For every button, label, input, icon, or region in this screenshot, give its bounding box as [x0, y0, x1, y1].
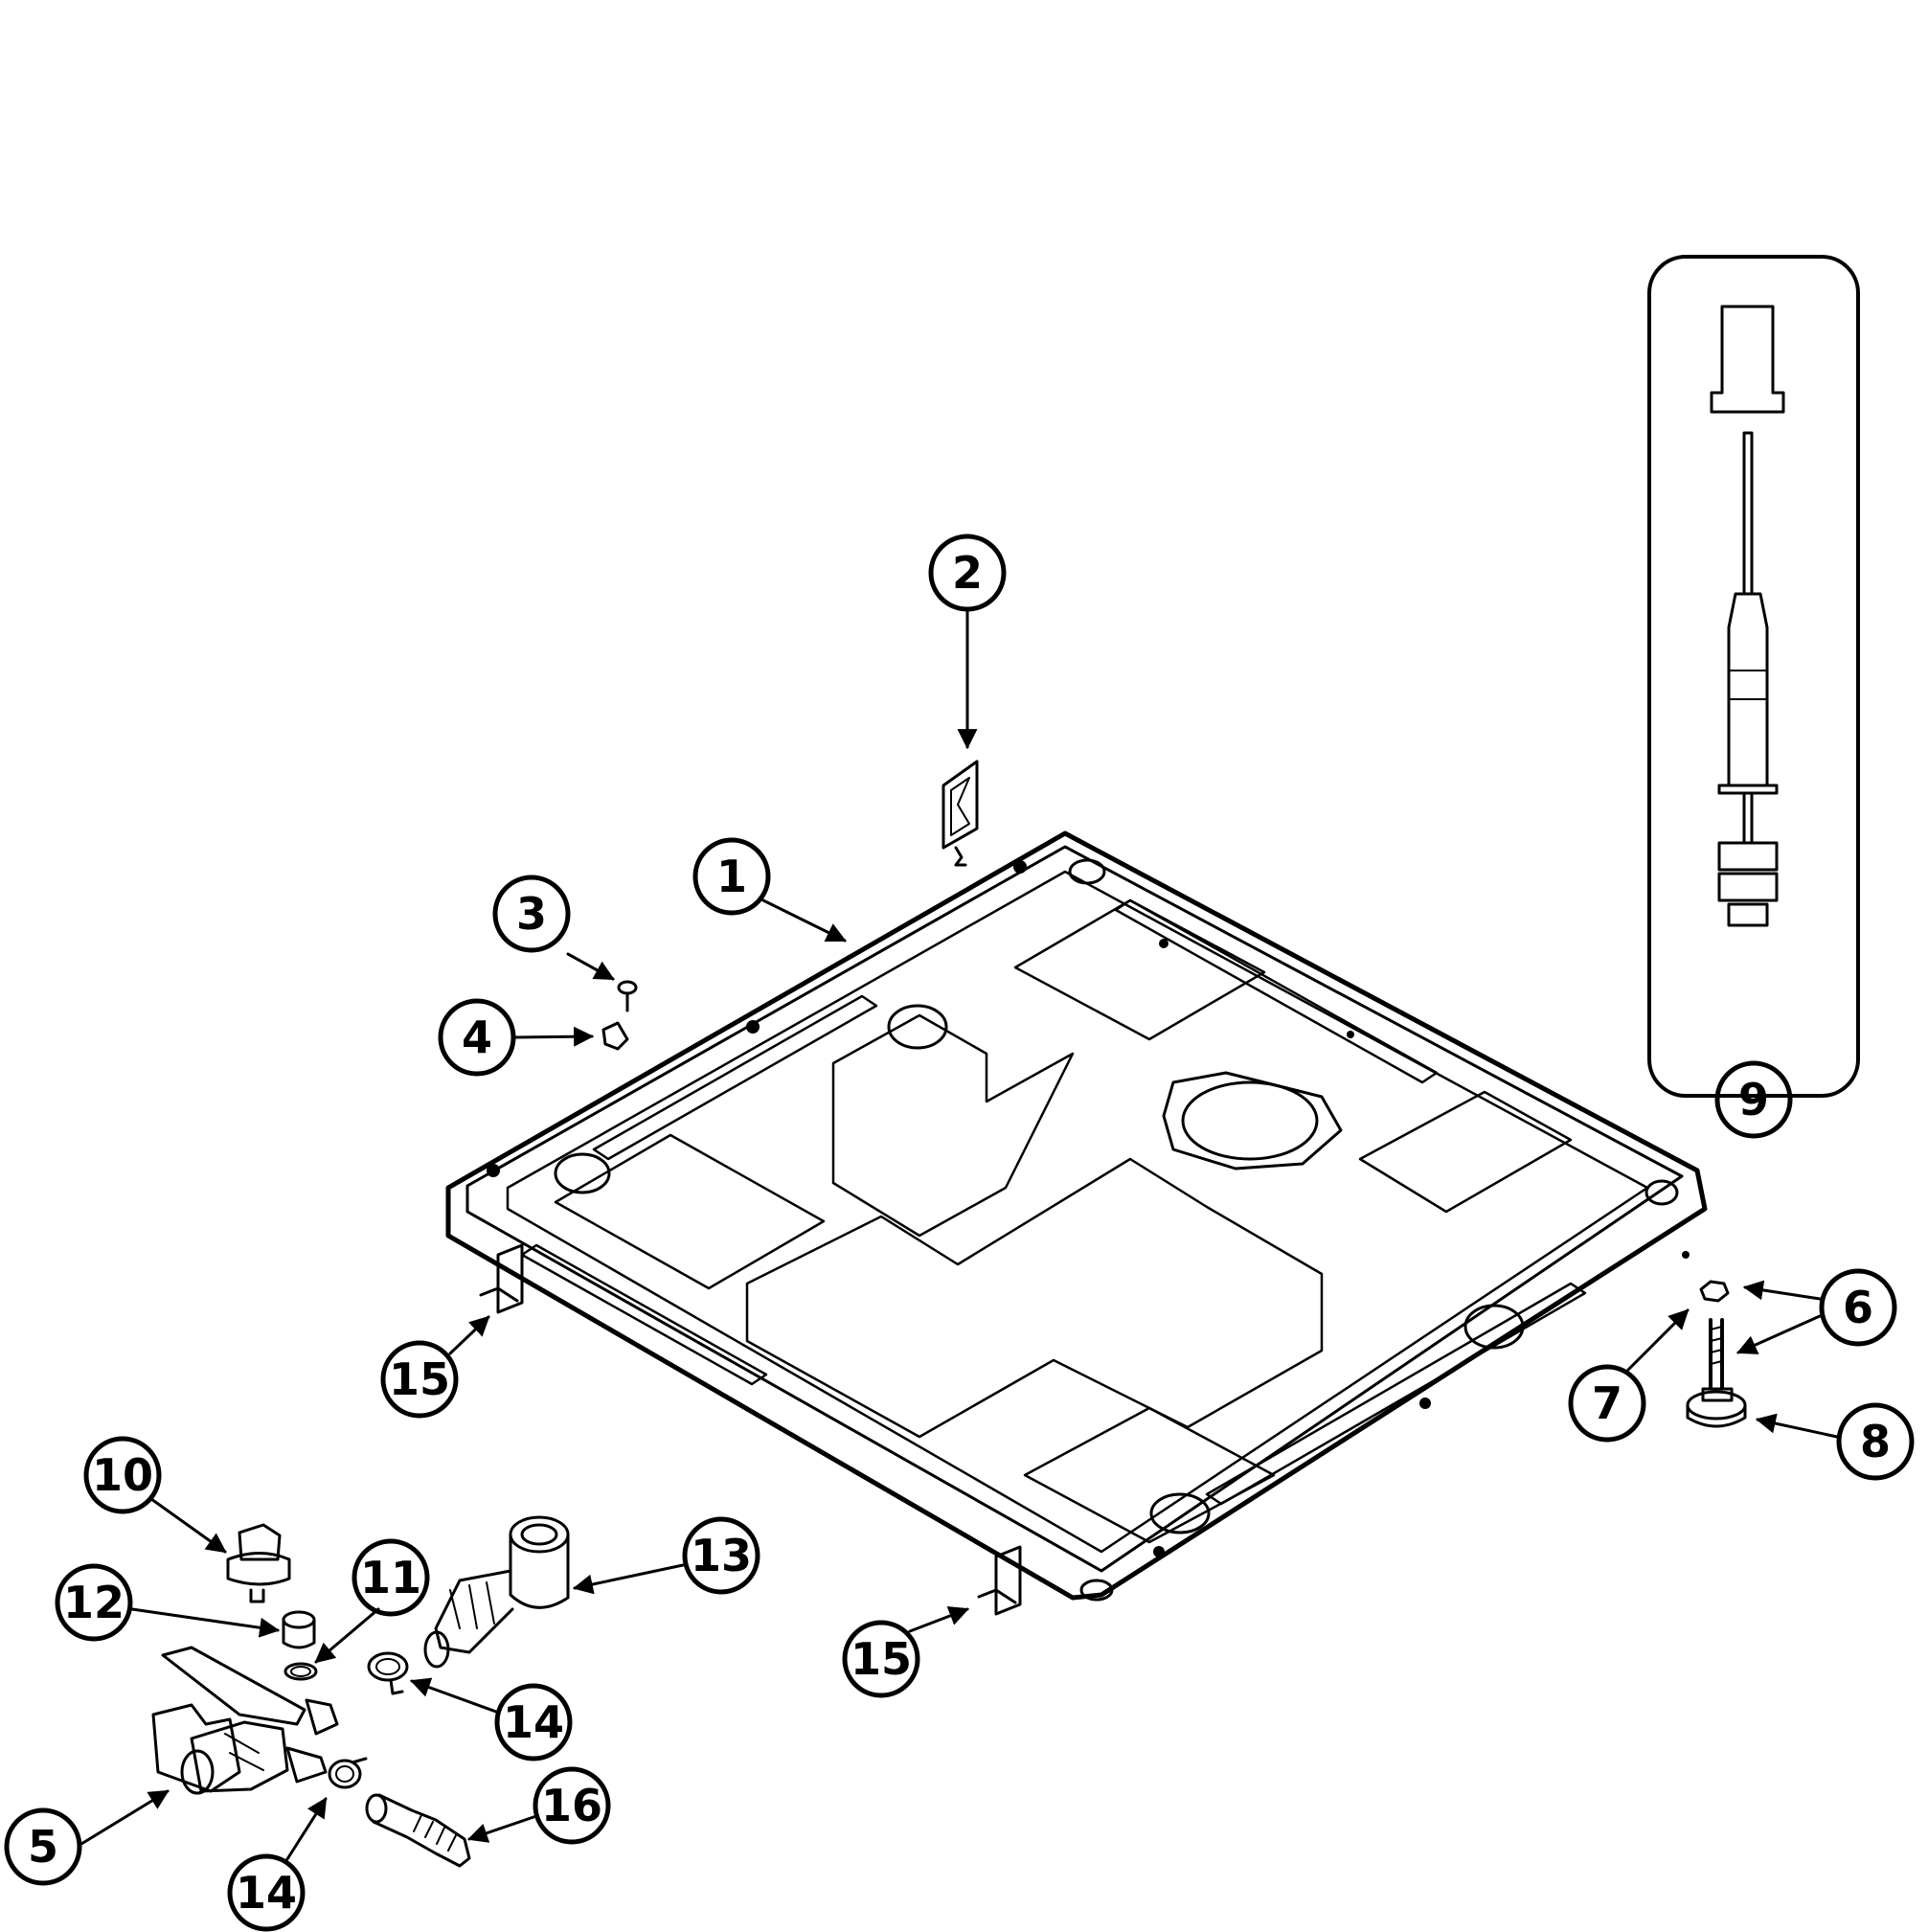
callout-14-upper-label: 14 — [503, 1696, 564, 1748]
callout-3: 3 — [492, 875, 571, 953]
callout-10: 10 — [83, 1436, 162, 1514]
leader-lines — [79, 609, 1839, 1864]
base-frame — [445, 830, 1708, 1602]
callout-14-upper: 14 — [494, 1683, 573, 1762]
part-14-clamp-lower — [328, 1757, 368, 1789]
callout-13-label: 13 — [691, 1530, 752, 1581]
callout-16: 16 — [533, 1766, 611, 1845]
callout-16-label: 16 — [541, 1780, 602, 1831]
callout-3-label: 3 — [516, 888, 547, 940]
callout-6-label: 6 — [1843, 1282, 1873, 1333]
part-5-drain-pump — [151, 1646, 339, 1795]
callout-7: 7 — [1568, 1364, 1646, 1443]
callout-11-label: 11 — [360, 1552, 421, 1603]
callout-8: 8 — [1836, 1402, 1915, 1481]
part-4-clip — [601, 1021, 629, 1051]
part-9-inset — [1647, 255, 1860, 1098]
part-11-clamp — [284, 1662, 318, 1681]
callout-15-right: 15 — [842, 1620, 920, 1698]
part-12-cap — [282, 1610, 316, 1649]
callout-9: 9 — [1714, 1060, 1793, 1139]
callout-5-label: 5 — [28, 1821, 58, 1873]
callout-7-label: 7 — [1592, 1377, 1622, 1429]
callout-6: 6 — [1819, 1268, 1897, 1347]
callout-9-label: 9 — [1738, 1074, 1769, 1125]
callout-13: 13 — [682, 1516, 760, 1595]
callout-14-lower-label: 14 — [236, 1867, 297, 1919]
callout-4-label: 4 — [462, 1011, 492, 1063]
callout-1-label: 1 — [716, 851, 747, 902]
part-10-pressure-switch — [226, 1523, 291, 1603]
callout-15-left: 15 — [380, 1340, 459, 1419]
callout-14-lower: 14 — [227, 1853, 306, 1932]
callout-2-label: 2 — [952, 547, 983, 599]
part-3-screw — [617, 980, 638, 1012]
callout-12-label: 12 — [63, 1577, 125, 1628]
callout-11: 11 — [352, 1538, 430, 1617]
part-15-bracket-left — [479, 1243, 524, 1314]
callout-8-label: 8 — [1860, 1416, 1891, 1467]
parts-6-8-leveling-leg — [1686, 1280, 1747, 1428]
callout-15-left-label: 15 — [389, 1353, 450, 1405]
callout-4: 4 — [438, 998, 516, 1077]
part-13-drain-elbow — [423, 1515, 570, 1669]
callout-10-label: 10 — [92, 1449, 153, 1501]
callout-2: 2 — [928, 534, 1007, 612]
part-2-clip — [941, 760, 979, 867]
callout-15-right-label: 15 — [851, 1633, 912, 1685]
callout-1: 1 — [692, 837, 771, 916]
part-14-clamp-upper — [367, 1651, 409, 1695]
callout-12: 12 — [55, 1563, 133, 1642]
part-16-hose — [365, 1793, 471, 1868]
callout-5: 5 — [4, 1807, 82, 1886]
part-15-bracket-right — [977, 1545, 1022, 1616]
